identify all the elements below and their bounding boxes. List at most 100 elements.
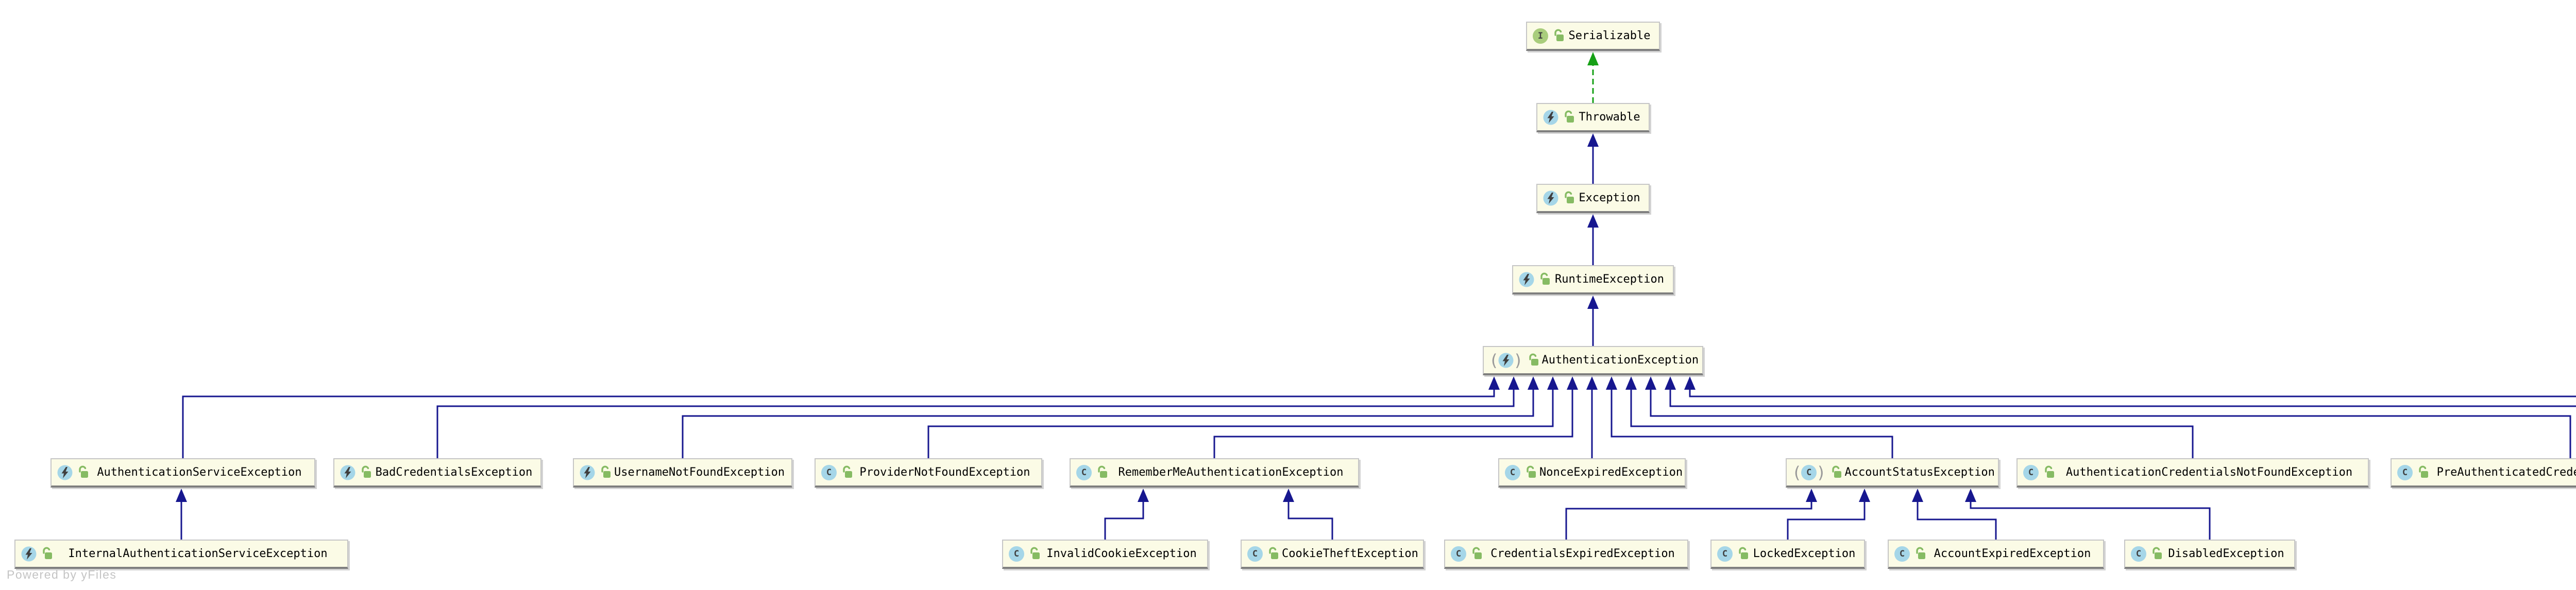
class-name-label: CredentialsExpiredException (1490, 547, 1675, 560)
class-name-label: BadCredentialsException (375, 466, 533, 479)
edge-account-status-exception-extends-authentication-exception (1611, 388, 1893, 458)
class-icon: C (1505, 464, 1520, 480)
edge-disabled-exception-extends-account-status-exception (1970, 500, 2211, 540)
public-lock-icon (1529, 353, 1538, 366)
class-node-serializable[interactable]: I Serializable (1526, 22, 1660, 51)
class-node-remember-me-authentication-exception[interactable]: C RememberMeAuthenticationException (1070, 458, 1359, 488)
class-node-account-expired-exception[interactable]: C AccountExpiredException (1888, 540, 2104, 569)
class-icon: C (1894, 546, 1910, 562)
arrowhead-runtime-exception (1587, 296, 1599, 309)
class-icon: C (1451, 546, 1466, 562)
public-lock-icon (79, 465, 88, 478)
edge-account-expired-exception-extends-account-status-exception (1917, 500, 1997, 540)
class-node-authentication-service-exception[interactable]: AuthenticationServiceException (50, 458, 315, 488)
edge-cookie-theft-exception-extends-remember-me-authentication-exception (1287, 500, 1333, 540)
class-node-cookie-theft-exception[interactable]: C CookieTheftException (1241, 540, 1424, 569)
edge-authentication-service-exception-extends-authentication-exception (182, 388, 1495, 458)
public-lock-icon (2419, 465, 2428, 478)
arrowhead-throwable (1587, 133, 1599, 147)
public-lock-icon (1269, 547, 1278, 559)
arrowhead-account-status-exception (1859, 489, 1870, 502)
class-icon: C (2397, 464, 2413, 480)
public-lock-icon (1565, 110, 1574, 123)
abstract-marker-paren: ) (1513, 350, 1523, 370)
abstract-marker-paren: ( (1792, 462, 1802, 482)
exception-bolt-icon (57, 465, 73, 480)
public-lock-icon (1554, 29, 1564, 41)
class-icon: C (2023, 464, 2039, 480)
arrowhead-serializable (1587, 52, 1599, 65)
public-lock-icon (1565, 191, 1574, 203)
arrowhead-authentication-exception (1586, 376, 1598, 390)
class-node-account-status-exception[interactable]: (C)AccountStatusException (1786, 458, 1999, 488)
class-name-label: ProviderNotFoundException (859, 466, 1030, 479)
arrowhead-authentication-exception (1508, 376, 1519, 390)
class-name-label: AuthenticationException (1541, 354, 1699, 367)
arrowhead-account-status-exception (1806, 489, 1817, 502)
class-icon: C (1009, 546, 1024, 562)
class-name-label: CookieTheftException (1282, 547, 1418, 560)
arrowhead-authentication-exception (1567, 376, 1578, 390)
class-node-nonce-expired-exception[interactable]: C NonceExpiredException (1498, 458, 1686, 488)
public-lock-icon (2045, 465, 2054, 478)
class-node-provider-not-found-exception[interactable]: C ProviderNotFoundException (815, 458, 1042, 488)
class-icon: C (1076, 464, 1092, 480)
class-node-bad-credentials-exception[interactable]: BadCredentialsException (333, 458, 541, 488)
public-lock-icon (1739, 547, 1748, 559)
public-lock-icon (43, 547, 52, 559)
public-lock-icon (1527, 465, 1536, 478)
exception-bolt-icon (580, 465, 595, 480)
yfiles-watermark: Powered by yFiles (7, 568, 117, 581)
abstract-marker-paren: ) (1816, 462, 1826, 482)
edge-credentials-expired-exception-extends-account-status-exception (1565, 500, 1812, 540)
class-icon: C (821, 464, 837, 480)
class-name-label: AccountExpiredException (1934, 547, 2091, 560)
arrowhead-authentication-exception (1606, 376, 1617, 390)
arrowhead-account-status-exception (1912, 489, 1923, 502)
arrowhead-account-status-exception (1965, 489, 1976, 502)
public-lock-icon (1832, 465, 1841, 478)
arrowhead-authentication-service-exception (176, 489, 187, 502)
edge-bad-credentials-exception-extends-authentication-exception (436, 388, 1515, 458)
edge-pre-authenticated-credentials-not-found-exception-extends-authentication-exception (1650, 388, 2571, 458)
class-name-label: Serializable (1568, 29, 1651, 42)
class-node-throwable[interactable]: Throwable (1536, 103, 1650, 132)
class-name-label: UsernameNotFoundException (614, 466, 785, 479)
exception-bolt-icon (1519, 272, 1534, 287)
class-name-label: PreAuthenticatedCredentialsNotFoundExcep… (2436, 466, 2576, 479)
arrowhead-remember-me-authentication-exception (1283, 489, 1294, 502)
class-name-label: RememberMeAuthenticationException (1118, 466, 1344, 479)
class-name-label: DisabledException (2168, 547, 2284, 560)
class-node-username-not-found-exception[interactable]: UsernameNotFoundException (573, 458, 792, 488)
edge-locked-exception-extends-account-status-exception (1787, 500, 1866, 540)
class-name-label: RuntimeException (1555, 273, 1664, 286)
arrowhead-exception (1587, 214, 1599, 228)
class-node-credentials-expired-exception[interactable]: C CredentialsExpiredException (1444, 540, 1688, 569)
class-node-runtime-exception[interactable]: RuntimeException (1512, 265, 1674, 294)
class-node-pre-authenticated-credentials-not-found-exception[interactable]: C PreAuthenticatedCredentialsNotFoundExce… (2391, 458, 2576, 488)
class-node-internal-authentication-service-exception[interactable]: InternalAuthenticationServiceException (14, 540, 348, 569)
arrowhead-authentication-exception (1547, 376, 1558, 390)
exception-bolt-icon (21, 546, 37, 561)
public-lock-icon (1030, 547, 1040, 559)
abstract-marker-paren: ( (1489, 350, 1499, 370)
arrowhead-authentication-exception (1625, 376, 1637, 390)
public-lock-icon (843, 465, 852, 478)
public-lock-icon (362, 465, 371, 478)
class-node-exception[interactable]: Exception (1536, 184, 1650, 213)
exception-bolt-icon (1543, 190, 1558, 205)
class-icon: C (1717, 546, 1733, 562)
public-lock-icon (1916, 547, 1925, 559)
class-name-label: NonceExpiredException (1539, 466, 1683, 479)
class-icon: C (1247, 546, 1263, 562)
class-node-authentication-exception[interactable]: () AuthenticationException (1483, 346, 1703, 375)
class-node-invalid-cookie-exception[interactable]: C InvalidCookieException (1002, 540, 1208, 569)
interface-icon: I (1533, 28, 1548, 44)
edge-remember-me-authentication-exception-extends-authentication-exception (1213, 388, 1573, 458)
class-name-label: InvalidCookieException (1046, 547, 1197, 560)
exception-bolt-icon (1543, 110, 1558, 125)
